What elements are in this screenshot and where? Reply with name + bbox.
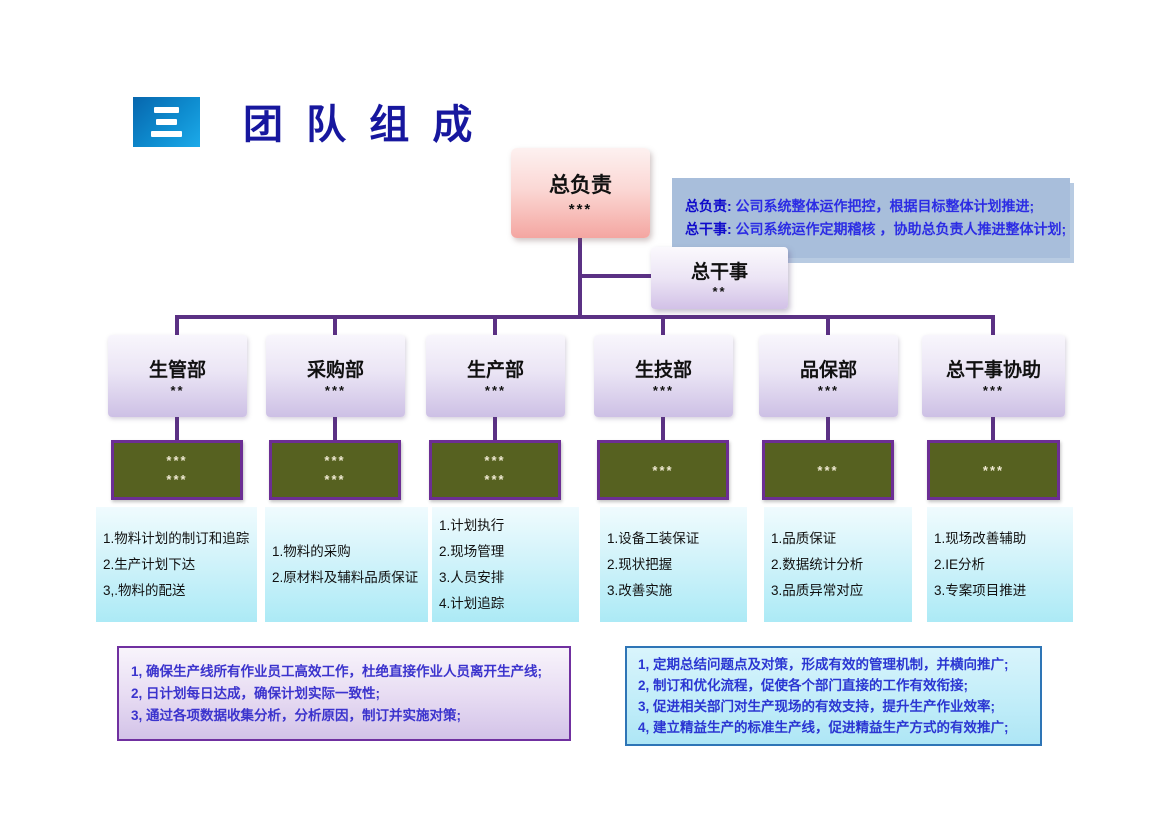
connector-stub-top [333,318,337,336]
duty-item: 2.生产计划下达 [103,556,196,572]
leader-box: *** *** [111,440,243,500]
dept-stars: *** [982,382,1005,398]
dept-node-production: 生产部 *** [426,335,565,417]
duty-item: 3.专案项目推进 [934,582,1027,598]
connector-stub-mid [175,416,179,441]
role-label: 总干事: [685,221,732,237]
dept-title: 采购部 [306,359,364,381]
connector-stub-mid [493,416,497,441]
connector-bus [175,315,995,319]
leader-stars: *** [982,462,1005,478]
dept-stars: ** [170,382,185,398]
duties-box-purchasing: 1.物料的采购 2.原材料及辅料品质保证 [265,507,428,622]
root-node-title: 总负责 [549,173,612,197]
menu-bar [151,131,182,137]
footnote-line: 2, 日计划每日达成，确保计划实际一致性; [131,685,381,701]
duty-item: 2.原材料及辅料品质保证 [272,569,419,585]
connector-deputy-branch [580,274,651,278]
dept-title: 生管部 [148,359,206,381]
connector-stub-mid [991,416,995,441]
leader-stars: *** [817,462,839,478]
connector-stub-top [175,318,179,336]
deputy-node-secretary-general: 总干事 ** [651,247,788,309]
duty-item: 4.计划追踪 [439,595,505,611]
dept-node-quality-assurance: 品保部 *** [759,335,898,417]
dept-node-engineering: 生技部 *** [594,335,733,417]
role-description-line: 总干事: 公司系统运作定期稽核 ，协助总负责人推进整体计划; [685,218,1070,241]
menu-bar [154,107,179,113]
connector-stub-top [493,318,497,336]
duties-box-production: 1.计划执行 2.现场管理 3.人员安排 4.计划追踪 [432,507,579,622]
menu-three-bars-icon [133,97,200,147]
footnote-line: 1, 确保生产线所有作业员工高效工作，杜绝直接作业人员离开生产线; [131,663,543,679]
duty-item: 1.计划执行 [439,517,505,533]
dept-node-secretary-assistant: 总干事协助 *** [922,335,1065,417]
dept-title: 品保部 [799,359,857,381]
footnote-line: 4, 建立精益生产的标准生产线，促进精益生产方式的有效推广; [638,720,1009,735]
footnote-production-line-goals: 1, 确保生产线所有作业员工高效工作，杜绝直接作业人员离开生产线; 2, 日计划… [117,646,571,741]
leader-box: *** [762,440,894,500]
duty-item: 3.改善实施 [607,582,673,598]
dept-title: 生技部 [634,359,692,381]
duties-box-quality-assurance: 1.品质保证 2.数据统计分析 3.品质异常对应 [764,507,912,622]
duty-item: 3.品质异常对应 [771,582,864,598]
deputy-node-title: 总干事 [690,262,748,283]
leader-stars: *** [484,453,506,468]
dept-node-production-control: 生管部 ** [108,335,247,417]
connector-stub-top [991,318,995,336]
dept-stars: *** [652,382,675,398]
leader-box: *** *** [429,440,561,500]
duty-item: 2.数据统计分析 [771,556,864,572]
leader-stars: *** [484,472,506,487]
footnote-management-goals: 1, 定期总结问题点及对策，形成有效的管理机制，并横向推广; 2, 制订和优化流… [625,646,1042,746]
footnote-line: 1, 定期总结问题点及对策，形成有效的管理机制，并横向推广; [638,657,1009,672]
leader-stars: *** [166,453,188,468]
leader-box: *** *** [269,440,401,500]
duty-item: 2.IE分析 [934,556,986,572]
root-node-stars: *** [568,200,593,218]
duty-item: 1.物料的采购 [272,543,351,559]
role-text: 公司系统整体运作把控，根据目标整体计划推进; [731,198,1035,214]
dept-stars: *** [324,382,347,398]
connector-stub-mid [333,416,337,441]
duty-item: 3,.物料的配送 [103,582,186,598]
connector-stub-mid [661,416,665,441]
leader-stars: *** [166,472,188,487]
duty-item: 1.设备工装保证 [607,530,700,546]
duty-item: 1.品质保证 [771,530,837,546]
duties-box-engineering: 1.设备工装保证 2.现状把握 3.改善实施 [600,507,747,622]
footnote-line: 3, 促进相关部门对生产现场的有效支持，提升生产作业效率; [638,699,996,714]
connector-stub-top [826,318,830,336]
connector-stub-top [661,318,665,336]
leader-box: *** [927,440,1060,500]
dept-title: 总干事协助 [945,359,1041,381]
page-title: 团 队 组 成 [243,103,479,147]
dept-stars: *** [817,382,840,398]
duties-box-production-control: 1.物料计划的制订和追踪 2.生产计划下达 3,.物料的配送 [96,507,257,622]
footnote-line: 2, 制订和优化流程，促使各个部门直接的工作有效衔接; [638,678,969,693]
footnote-line: 3, 通过各项数据收集分析，分析原因，制订并实施对策; [131,707,462,723]
role-label: 总负责: [685,198,732,214]
duty-item: 2.现状把握 [607,556,673,572]
duty-item: 1.物料计划的制订和追踪 [103,530,250,546]
leader-box: *** [597,440,729,500]
duty-item: 3.人员安排 [439,569,505,585]
deputy-node-stars: ** [712,284,727,299]
leader-stars: *** [652,462,674,478]
dept-node-purchasing: 采购部 *** [266,335,405,417]
role-description-line: 总负责: 公司系统整体运作把控，根据目标整体计划推进; [685,195,1070,218]
menu-bar [156,119,177,125]
connector-stub-mid [826,416,830,441]
duty-item: 1.现场改善辅助 [934,530,1027,546]
leader-stars: *** [324,472,346,487]
root-node-general-manager: 总负责 *** [511,148,650,238]
role-description-callout: 总负责: 公司系统整体运作把控，根据目标整体计划推进; 总干事: 公司系统运作定… [672,178,1070,258]
duty-item: 2.现场管理 [439,543,505,559]
dept-title: 生产部 [466,359,524,381]
dept-stars: *** [484,382,507,398]
role-text: 公司系统运作定期稽核 ，协助总负责人推进整体计划; [731,221,1067,237]
duties-box-secretary-assistant: 1.现场改善辅助 2.IE分析 3.专案项目推进 [927,507,1073,622]
leader-stars: *** [324,453,346,468]
